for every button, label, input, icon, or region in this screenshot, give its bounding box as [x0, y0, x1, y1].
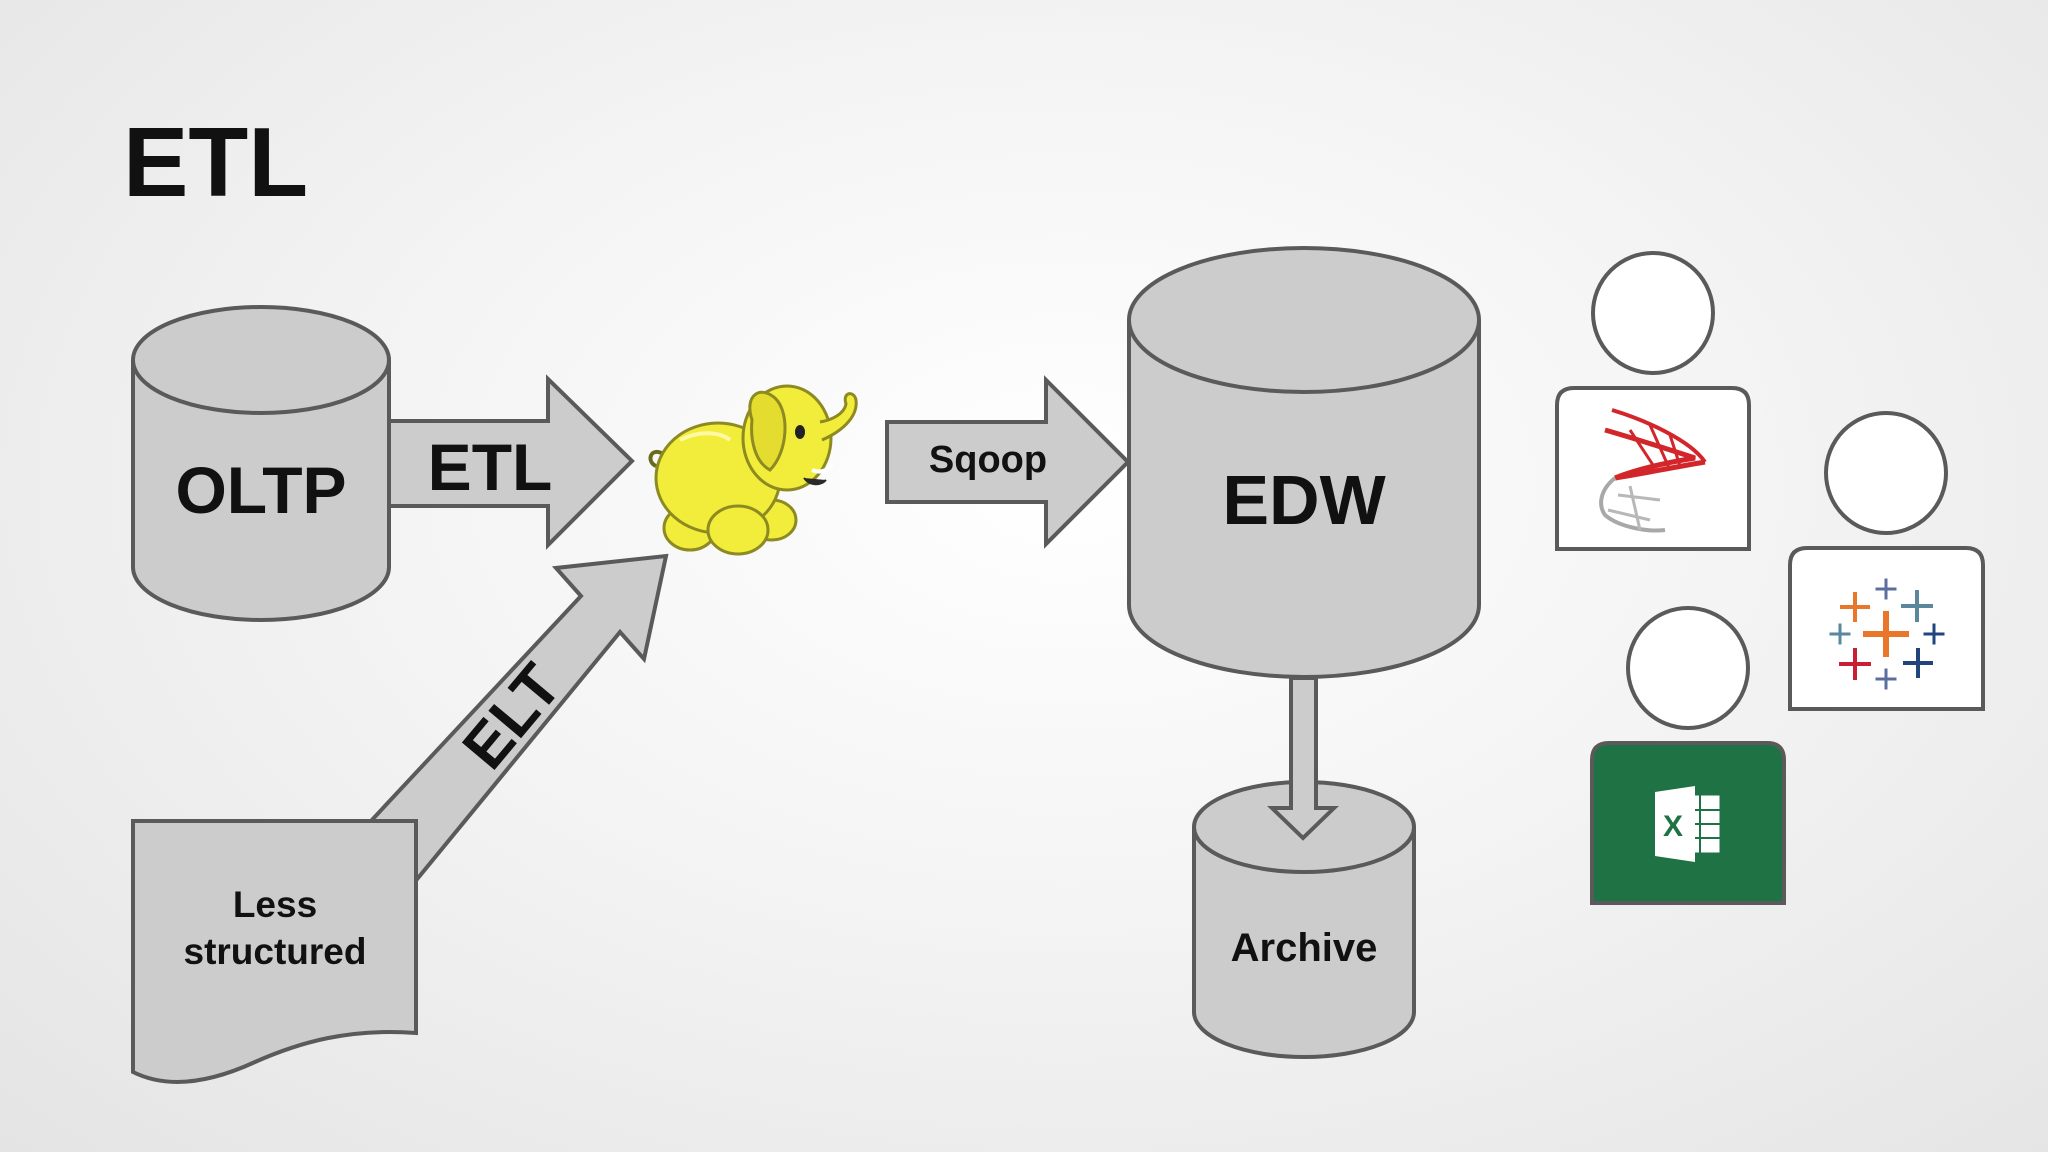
slide-title: ETL [123, 107, 308, 217]
oltp-database: OLTP [131, 305, 391, 622]
sqoop-arrow: Sqoop [885, 375, 1131, 549]
etl-arrow-label: ETL [428, 430, 553, 504]
edw-database: EDW [1127, 246, 1481, 679]
user-excel: X [1590, 606, 1786, 905]
sqoop-arrow-label: Sqoop [929, 439, 1047, 481]
user-tableau [1788, 411, 1985, 711]
excel-icon: X [1655, 786, 1721, 862]
etl-arrow: ETL [386, 374, 635, 550]
edw-label: EDW [1222, 461, 1385, 539]
archive-label: Archive [1231, 926, 1378, 970]
hadoop-elephant-icon [648, 384, 858, 556]
oltp-label: OLTP [175, 453, 346, 527]
less-structured-document: Less structured [131, 819, 418, 1085]
user-sql-server [1555, 251, 1751, 551]
less-structured-label-line2: structured [184, 931, 367, 972]
tableau-icon [1829, 578, 1945, 690]
edw-to-archive-arrow [1267, 676, 1339, 841]
less-structured-label-line1: Less [233, 884, 317, 925]
sql-server-icon [1599, 408, 1707, 533]
excel-logo-letter: X [1663, 810, 1683, 843]
